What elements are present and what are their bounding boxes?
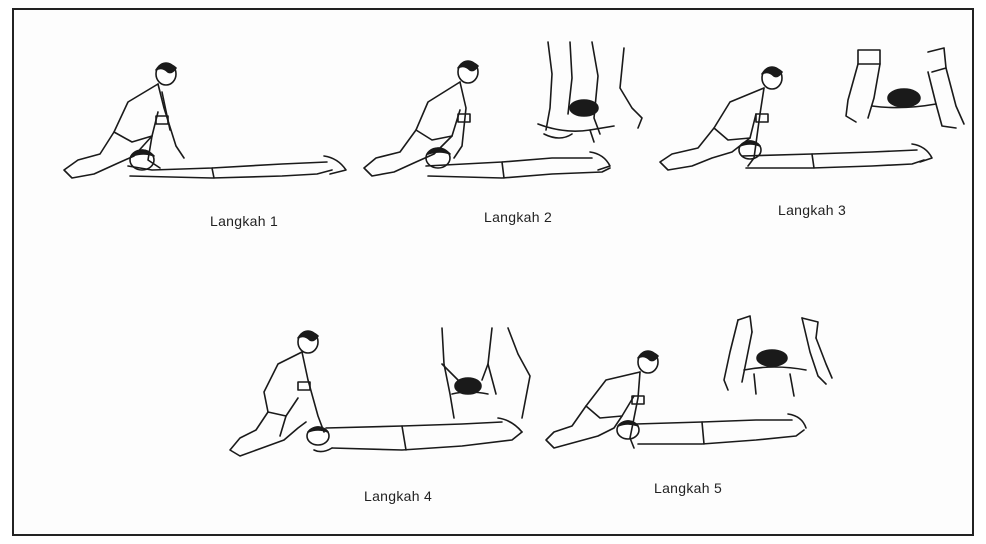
step-3-closeup <box>832 40 982 140</box>
rescuer-kneeling <box>660 67 782 170</box>
step-5-caption: Langkah 5 <box>654 480 722 496</box>
step-1-caption: Langkah 1 <box>210 213 278 229</box>
step-4-closeup <box>422 324 552 424</box>
patient-prone <box>739 141 932 168</box>
patient-prone <box>426 148 610 178</box>
step-3-caption: Langkah 3 <box>778 202 846 218</box>
rescuer-kneeling <box>64 63 184 178</box>
rescuer-kneeling <box>364 61 478 176</box>
patient-prone <box>617 414 806 444</box>
rescuer-kneeling <box>546 351 658 448</box>
patient-prone <box>128 150 346 178</box>
diagram-frame: Langkah 1 Langkah 2 <box>12 8 974 536</box>
step-1-illustration <box>42 52 372 192</box>
step-5-closeup <box>714 312 844 412</box>
step-2-caption: Langkah 2 <box>484 209 552 225</box>
step-4-caption: Langkah 4 <box>364 488 432 504</box>
